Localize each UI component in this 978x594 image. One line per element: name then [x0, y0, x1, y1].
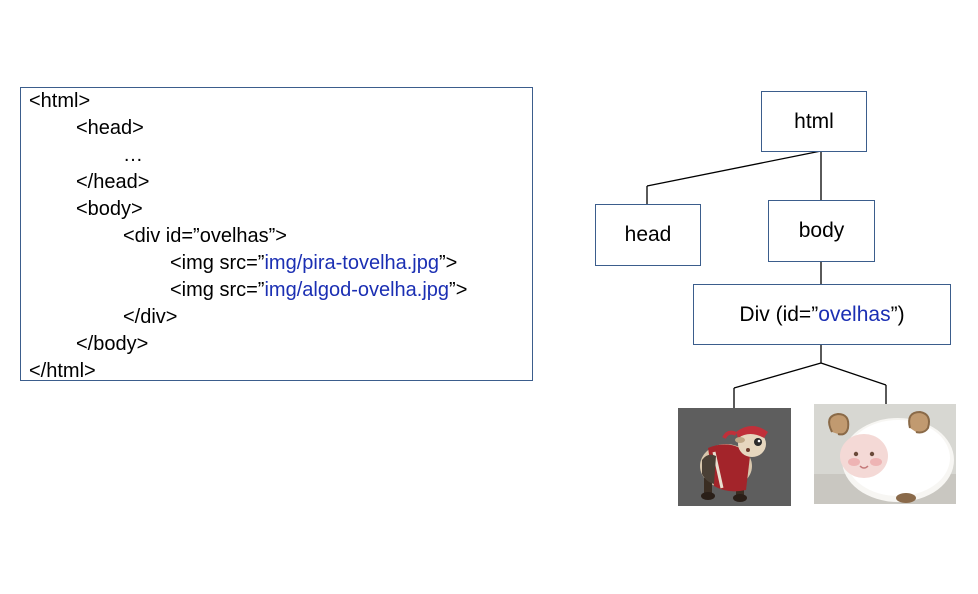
code-src-1: img/pira-tovelha.jpg [264, 252, 439, 274]
code-line-html-close: </html> [29, 360, 96, 382]
edge-html-head [646, 150, 822, 187]
code-src-2: img/algod-ovelha.jpg [264, 279, 450, 301]
code-line-div-open: <div id=”ovelhas”> [123, 225, 287, 247]
node-html: html [761, 91, 867, 152]
html-code-listing: <html> <head> … </head> <body> <div id=”… [20, 87, 533, 382]
plush-sheep-image [814, 404, 956, 504]
code-line-img-2: <img src=”img/algod-ovelha.jpg”> [170, 279, 468, 301]
node-head: head [595, 204, 701, 266]
code-line-img-1: <img src=”img/pira-tovelha.jpg”> [170, 252, 458, 274]
code-line-div-close: </div> [123, 306, 178, 328]
code-line-ellipsis: … [123, 144, 143, 166]
node-body: body [768, 200, 875, 262]
edge-div-img1 [733, 362, 822, 389]
node-div-ovelhas: Div (id=”ovelhas”) [693, 284, 951, 345]
code-line-html-open: <html> [29, 90, 91, 112]
code-line-body-open: <body> [76, 198, 143, 220]
edge-div-img2 [820, 362, 887, 386]
code-line-head-close: </head> [76, 171, 150, 193]
pirate-sheep-image [678, 408, 791, 506]
code-line-head-open: <head> [76, 117, 144, 139]
code-line-body-close: </body> [76, 333, 149, 355]
